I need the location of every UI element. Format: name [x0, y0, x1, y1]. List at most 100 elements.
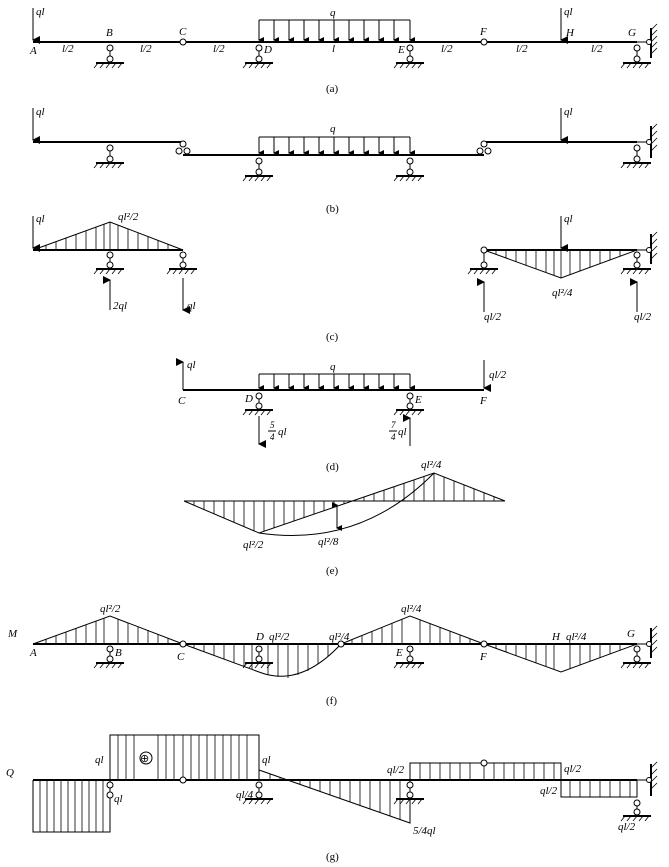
reaction-label-F: ql/2	[484, 311, 502, 323]
span-3: l/2	[213, 43, 225, 55]
span-1: l/2	[62, 43, 74, 55]
support-G	[620, 251, 651, 275]
hatching	[193, 473, 495, 531]
support-D	[242, 645, 273, 669]
caption-d: (d)	[326, 461, 339, 473]
axis-label-Q: Q	[6, 767, 14, 779]
shear-label-D: ql/4	[236, 789, 254, 801]
support-E	[393, 44, 424, 69]
span-5: l/2	[441, 43, 453, 55]
label-F: F	[479, 395, 487, 407]
panel-f: M	[7, 603, 658, 707]
hinge-F	[480, 38, 488, 46]
panel-a: ql ql q A B C D E F H G l/2 l/2 l/2 l l/…	[29, 6, 658, 95]
shear-label-E-top: ql/2	[387, 764, 405, 776]
point-label-G: G	[627, 628, 635, 640]
moment-label-right: ql²/4	[552, 287, 573, 299]
moment-polygon	[183, 472, 506, 534]
panel-b: ql ql q	[32, 106, 658, 215]
span-7: l/2	[591, 43, 603, 55]
point-label-B: B	[106, 27, 113, 39]
shear-label-G-bottom: ql/2	[618, 821, 636, 833]
point-label-A: A	[29, 647, 37, 659]
shear-label-H-bottom: ql/2	[540, 785, 558, 797]
point-label-B: B	[115, 647, 122, 659]
hatching	[45, 618, 621, 678]
point-label-H: H	[551, 631, 561, 643]
parabola-label: ql²/8	[318, 536, 339, 548]
moment-parabola	[258, 643, 342, 677]
moment-CD	[182, 643, 260, 673]
panel-g: Q ⊕	[6, 734, 658, 863]
point-label-H: H	[565, 27, 575, 39]
load-label-H: ql	[564, 6, 573, 18]
shear-label-top-right: ql	[262, 754, 271, 766]
moment-label-D: ql²/2	[269, 631, 290, 643]
span-6: l/2	[516, 43, 528, 55]
support-E	[393, 645, 424, 669]
point-label-D: D	[255, 631, 264, 643]
caption-e: (e)	[326, 565, 339, 577]
shear-label-E-bottom: 5/4ql	[413, 825, 436, 837]
support-B	[93, 645, 124, 669]
support-B	[93, 144, 124, 169]
plus-sign-circle	[139, 751, 153, 765]
load-label-q: q	[330, 123, 336, 135]
caption-f: (f)	[326, 695, 337, 707]
label-D: D	[244, 393, 253, 405]
shear-label-H-top: ql/2	[564, 763, 582, 775]
reaction-E-den: 4	[391, 432, 396, 442]
span-2: l/2	[140, 43, 152, 55]
reaction-D-unit: ql	[278, 426, 287, 438]
point-label-C: C	[177, 651, 185, 663]
shear-right	[560, 780, 638, 798]
support-D	[242, 392, 273, 416]
point-label-G: G	[628, 27, 636, 39]
moment-diagram-right	[483, 249, 638, 279]
moment-diagram-left	[32, 221, 184, 251]
point-label-F: F	[479, 651, 487, 663]
reaction-E-num: 7	[391, 420, 396, 430]
caption-a: (a)	[326, 83, 339, 95]
load-label-A: ql	[36, 6, 45, 18]
load-label-C: ql	[187, 359, 196, 371]
panel-e: ql²/4 ql²/2 ql²/8 (e)	[183, 459, 506, 577]
support-B	[93, 251, 124, 275]
shear-label-left-bottom: ql	[114, 793, 123, 805]
point-label-D: D	[263, 44, 272, 56]
moment-AC	[32, 615, 184, 645]
moment-label-D: ql²/2	[243, 539, 264, 551]
load-label-q: q	[330, 361, 336, 373]
caption-c: (c)	[326, 331, 339, 343]
hatching	[39, 735, 631, 832]
panel-d: ql ql/2 q C D E F 5 4 ql	[176, 358, 507, 473]
moment-label-mid: ql²/4	[329, 631, 350, 643]
load-label-left: ql	[36, 106, 45, 118]
reaction-label-G: ql/2	[634, 311, 652, 323]
support-D	[242, 44, 273, 69]
moment-label-E: ql²/4	[421, 459, 442, 471]
point-label-C: C	[179, 26, 187, 38]
support-F	[467, 253, 498, 275]
support-D	[242, 157, 273, 182]
support-G	[620, 144, 651, 169]
support-G	[620, 44, 651, 69]
point-label-E: E	[397, 44, 405, 56]
reaction-E-unit: ql	[398, 426, 407, 438]
point-label-F: F	[479, 26, 487, 38]
moment-label-E: ql²/4	[401, 603, 422, 615]
span-4: l	[332, 43, 335, 55]
point-label-A: A	[29, 45, 37, 57]
load-label-F: ql/2	[489, 369, 507, 381]
load-label-left: ql	[36, 213, 45, 225]
support-E	[393, 781, 424, 805]
moment-label-H: ql²/4	[566, 631, 587, 643]
load-label-right: ql	[564, 106, 573, 118]
axis-label-M: M	[7, 628, 18, 640]
distributed-load-arrows	[258, 137, 415, 156]
support-B	[93, 44, 124, 69]
hinge-support-F	[476, 140, 492, 155]
moment-parabola	[258, 472, 435, 536]
distributed-load-arrows	[258, 20, 415, 43]
